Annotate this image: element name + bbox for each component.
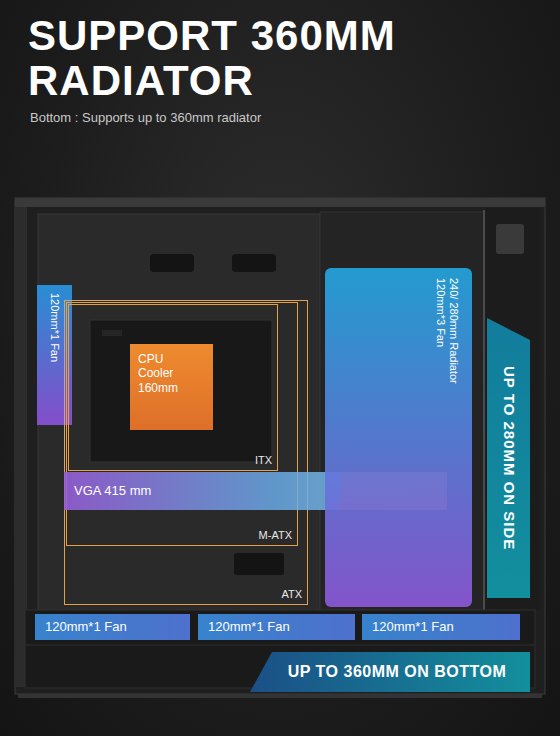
atx-outline: ATX M-ATX ITX CPU Cooler 160mm (64, 300, 308, 605)
bottom-support-band: UP TO 360MM ON BOTTOM (250, 652, 530, 692)
cpu-cooler-label: CPU Cooler 160mm (138, 352, 198, 395)
cpu-cooler-box: CPU Cooler 160mm (130, 344, 213, 430)
fan-label: 120mm*1 Fan (45, 619, 127, 635)
form-factor-label: M-ATX (259, 529, 292, 542)
radiator-label: 240/ 280mm Radiator 120mm*3 Fan (434, 278, 460, 396)
fan-label: 120mm*1 Fan (208, 619, 290, 635)
fan-label: 120mm*1 Fan (48, 293, 61, 362)
form-factor-label: ITX (255, 454, 272, 467)
page-title: SUPPORT 360MM RADIATOR (28, 14, 438, 103)
fan-band: 120mm*1 Fan (362, 614, 520, 640)
subtitle-note: Bottom : Supports up to 360mm radiator (30, 110, 261, 125)
bottom-support-label: UP TO 360MM ON BOTTOM (288, 662, 507, 681)
side-support-label: UP TO 280MM ON SIDE (500, 366, 518, 550)
fan-band: 120mm*1 Fan (198, 614, 355, 640)
fan-band: 120mm*1 Fan (35, 614, 190, 640)
side-support-band: UP TO 280MM ON SIDE (487, 318, 530, 598)
fan-label: 120mm*1 Fan (372, 619, 454, 635)
form-factor-label: ATX (281, 588, 302, 601)
vga-label: VGA 415 mm (74, 483, 151, 499)
radiator-band: 240/ 280mm Radiator 120mm*3 Fan (325, 268, 472, 607)
itx-outline: ITX CPU Cooler 160mm (68, 304, 278, 471)
